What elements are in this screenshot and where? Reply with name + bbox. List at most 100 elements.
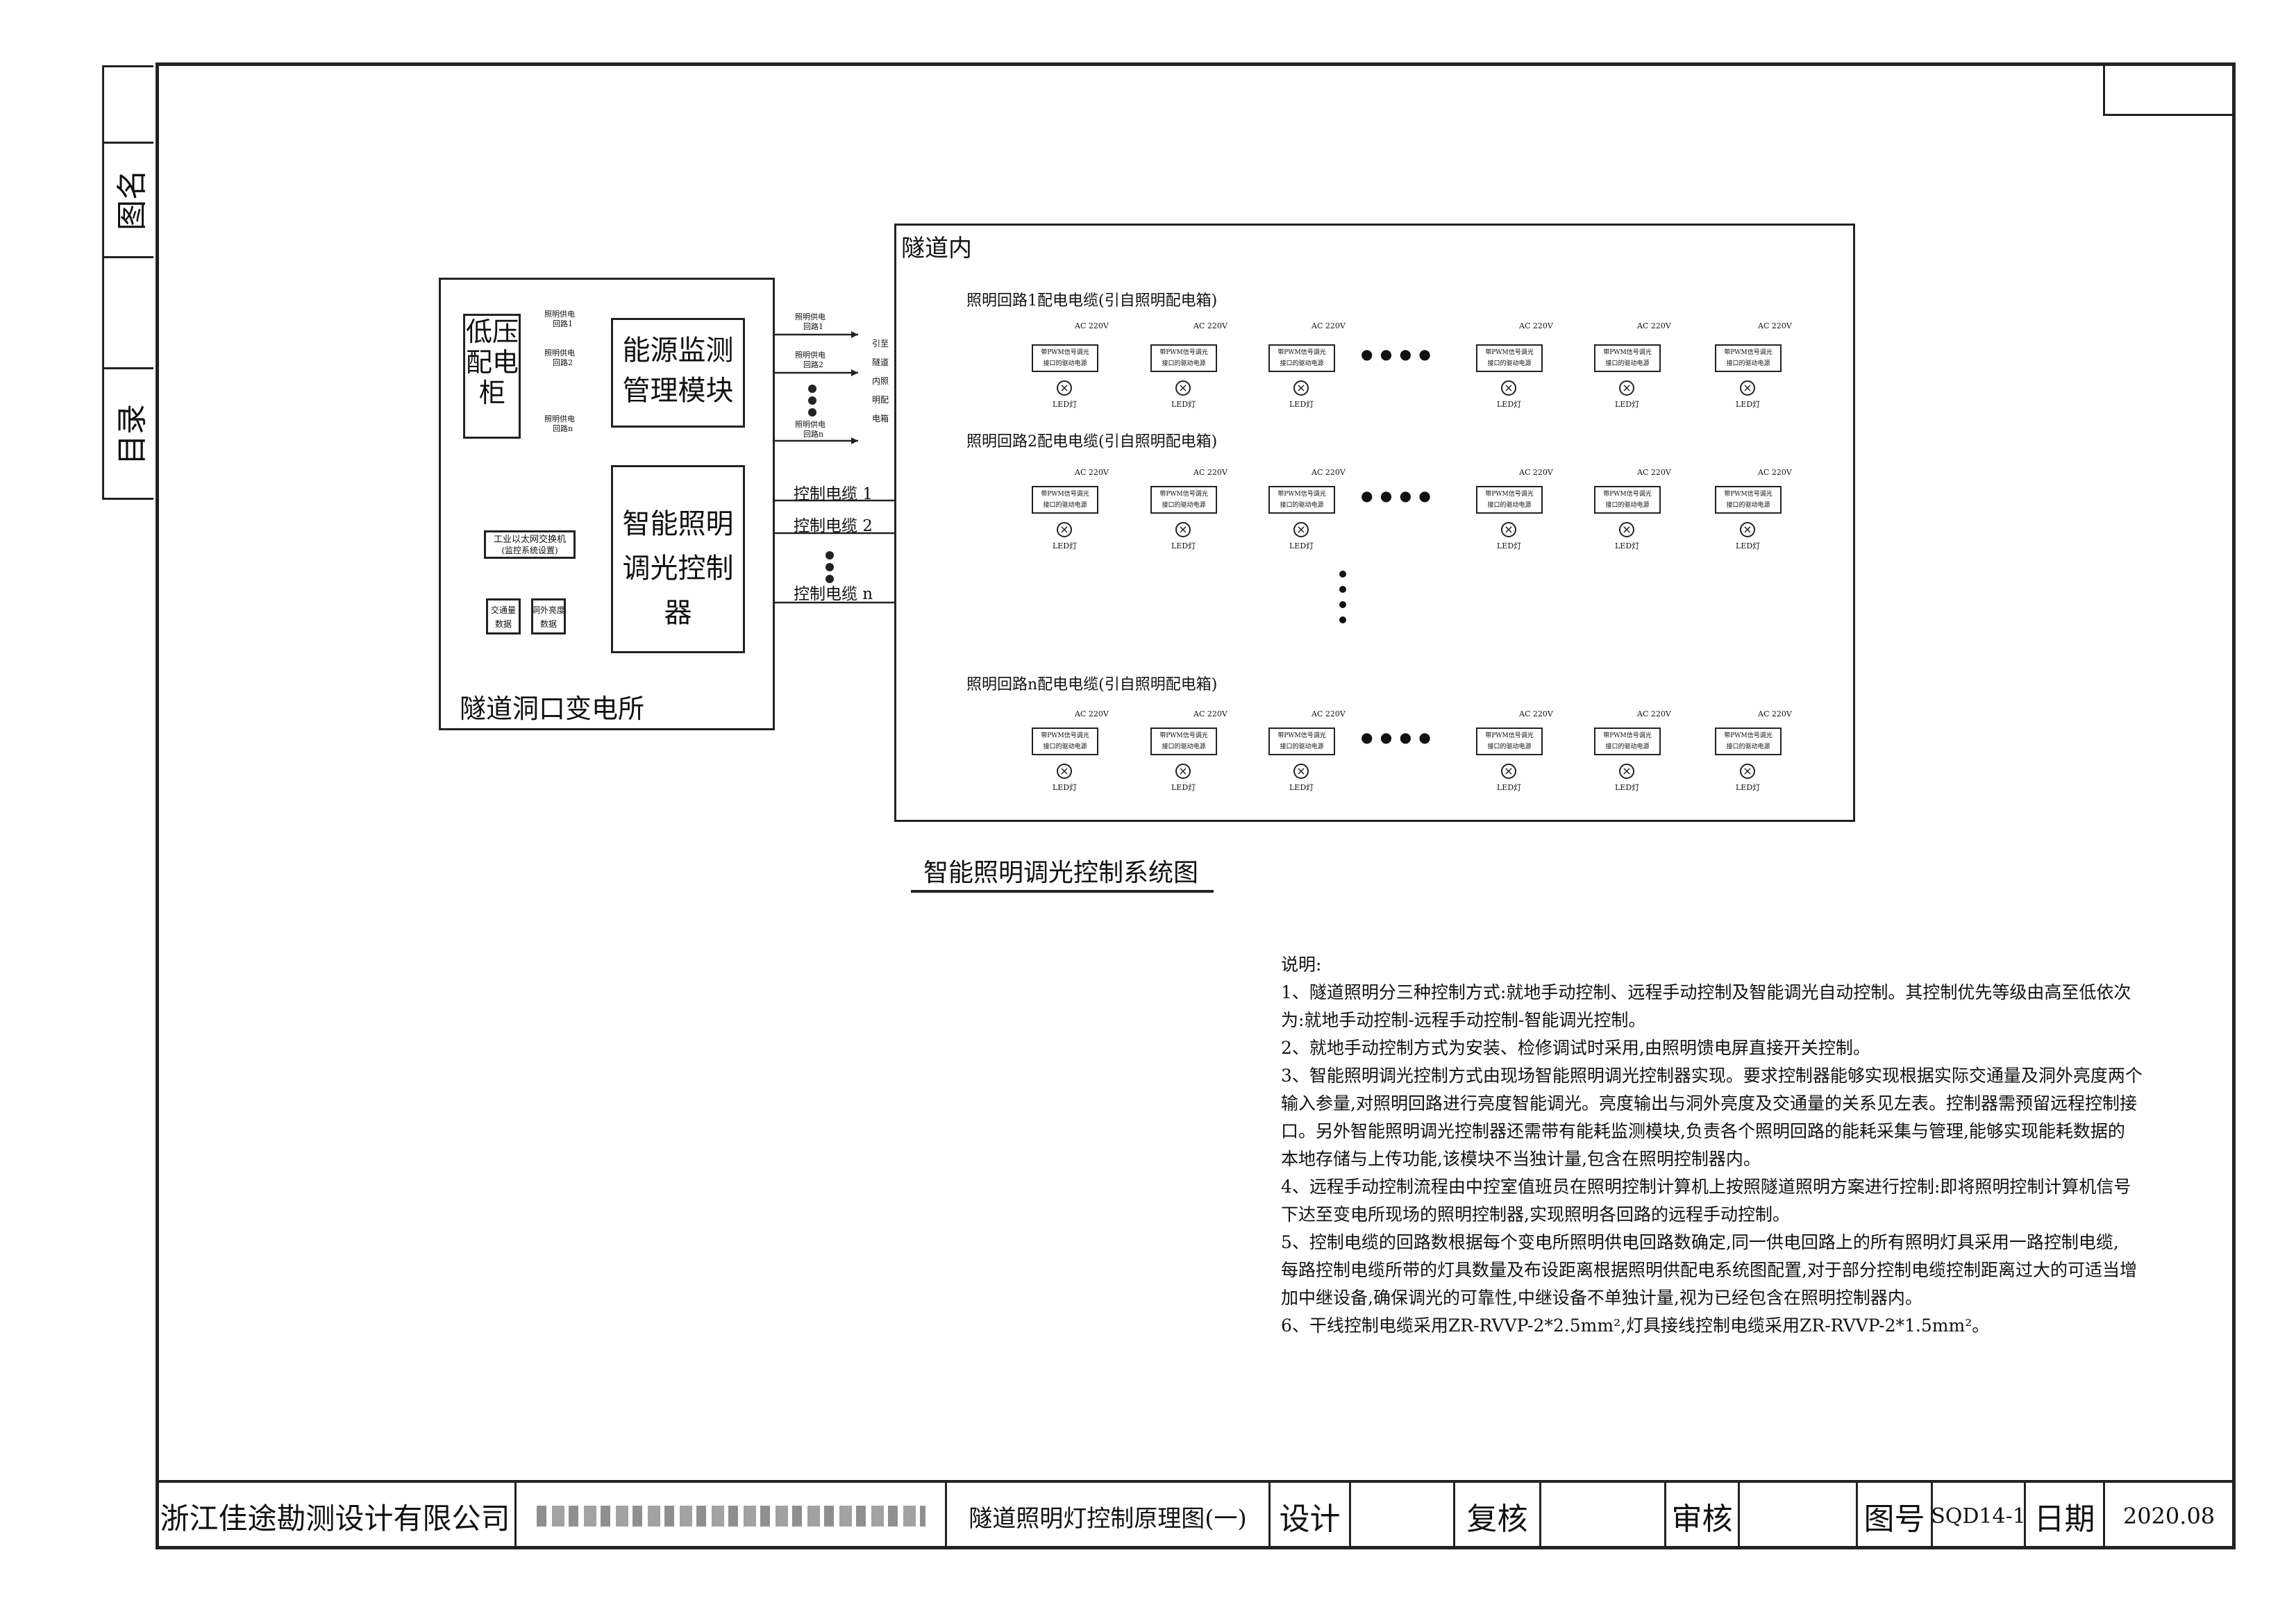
notes-line: 4、远程手动控制流程由中控室值班员在照明控制计算机上按照隧道照明方案进行控制:即… [1281,1177,2131,1197]
diagram-title-underline [911,890,1214,893]
driver-line2: 接口的驱动电源 [1605,743,1650,750]
voltage-label: AC 220V [1519,321,1553,330]
controller-line3: 器 [664,597,692,629]
notes-heading: 说明: [1281,955,1322,975]
led-lamp-label: LED灯 [1289,783,1314,792]
circuit-1-label: 照明回路1配电电缆(引自照明配电箱) [966,292,1218,310]
driver-line1: 带PWM信号调光 [1603,732,1652,739]
driver-line1: 带PWM信号调光 [1277,732,1326,739]
led-lamp-icon: × [1175,522,1191,537]
voltage-label: AC 220V [1075,709,1109,718]
voltage-label: AC 220V [1312,709,1346,718]
driver-line1: 带PWM信号调光 [1159,349,1208,356]
notes-line: 口。另外智能照明调光控制器还需带有能耗监测模块,负责各个照明回路的能耗采集与管理… [1281,1121,2125,1141]
led-lamp-label: LED灯 [1053,400,1078,409]
notes-line: 输入参量,对照明回路进行亮度智能调光。亮度输出与洞外亮度及交通量的关系见左表。控… [1281,1093,2137,1113]
voltage-label: AC 220V [1312,321,1346,330]
led-lamp-icon: × [1293,522,1309,537]
stamp-area [517,1483,947,1549]
drawing-frame [156,62,2236,1549]
driver-line1: 带PWM信号调光 [1603,491,1652,498]
notes-line: 为:就地手动控制-远程手动控制-智能调光控制。 [1281,1010,1646,1030]
design-sign [1351,1483,1455,1549]
voltage-label: AC 220V [1637,709,1671,718]
tunnel-label: 隧道内 [901,235,972,262]
voltage-label: AC 220V [1758,321,1792,330]
led-lamp-label: LED灯 [1497,541,1522,550]
drawing-title: 隧道照明灯控制原理图(一) [947,1483,1271,1549]
notes-line: 1、隧道照明分三种控制方式:就地手动控制、远程手动控制及智能调光自动控制。其控制… [1281,982,2131,1002]
driver-box: 带PWM信号调光接口的驱动电源 [1032,728,1098,755]
driver-box: 带PWM信号调光接口的驱动电源 [1150,728,1217,755]
tunnel-box [894,224,1855,822]
row-ellipsis-dot [1339,571,1346,578]
row-ellipsis-dot [1339,616,1346,623]
driver-line2: 接口的驱动电源 [1726,502,1770,509]
driver-line1: 带PWM信号调光 [1159,491,1208,498]
voltage-label: AC 220V [1519,709,1553,718]
led-lamp-label: LED灯 [1053,541,1078,550]
control-cable-n: 控制电缆 n [794,585,873,603]
driver-line1: 带PWM信号调光 [1277,491,1326,498]
driver-box: 带PWM信号调光接口的驱动电源 [1594,344,1661,372]
driver-box: 带PWM信号调光接口的驱动电源 [1150,486,1217,514]
date-label: 日期 [2026,1483,2105,1549]
switch-line1: 工业以太网交换机 [493,535,566,545]
stamp-mark [536,1506,925,1527]
driver-box: 带PWM信号调光接口的驱动电源 [1032,486,1098,514]
notes-line: 每路控制电缆所带的灯具数量及布设距离根据照明供配电系统图配置,对于部分控制电缆控… [1281,1260,2137,1280]
approve-label: 审核 [1666,1483,1740,1549]
driver-box: 带PWM信号调光接口的驱动电源 [1268,728,1335,755]
led-lamp-icon: × [1175,380,1191,396]
driver-line1: 带PWM信号调光 [1277,349,1326,356]
voltage-label: AC 220V [1193,468,1227,477]
led-lamp-icon: × [1619,380,1634,396]
company-name: 浙江佳途勘测设计有限公司 [156,1483,517,1549]
notes-line: 本地存储与上传功能,该模块不当独计量,包含在照明控制器内。 [1281,1149,1761,1169]
led-lamp-icon: × [1057,764,1072,779]
driver-box: 带PWM信号调光接口的驱动电源 [1715,486,1782,514]
voltage-label: AC 220V [1075,321,1109,330]
notes-line: 5、控制电缆的回路数根据每个变电所照明供电回路数确定,同一供电回路上的所有照明灯… [1281,1232,2119,1252]
driver-line2: 接口的驱动电源 [1726,360,1770,367]
driver-box: 带PWM信号调光接口的驱动电源 [1150,344,1217,372]
led-lamp-icon: × [1293,380,1309,396]
led-lamp-icon: × [1501,522,1516,537]
control-cable-2: 控制电缆 2 [794,517,873,535]
controller-box [611,465,745,653]
driver-line2: 接口的驱动电源 [1487,502,1532,509]
review-sign [1541,1483,1666,1549]
fixture-ellipsis: ● ● ● ● [1361,346,1432,362]
drawing-no-label: 图号 [1858,1483,1933,1549]
driver-box: 带PWM信号调光接口的驱动电源 [1594,728,1661,755]
voltage-label: AC 220V [1193,321,1227,330]
notes-line: 3、智能照明调光控制方式由现场智能照明调光控制器实现。要求控制器能够实现根据实际… [1281,1066,2143,1086]
driver-line2: 接口的驱动电源 [1043,502,1087,509]
driver-line1: 带PWM信号调光 [1485,732,1534,739]
supply-in-2: 照明供电回路2 [544,348,575,367]
driver-line1: 带PWM信号调光 [1041,491,1089,498]
energy-module-line1: 能源监测 [622,335,734,367]
led-lamp-icon: × [1057,522,1072,537]
driver-line1: 带PWM信号调光 [1724,349,1773,356]
led-lamp-label: LED灯 [1289,541,1314,550]
circuit-n-label: 照明回路n配电电缆(引自照明配电箱) [966,676,1218,693]
sidebar-blank-top [104,67,153,144]
driver-box: 带PWM信号调光接口的驱动电源 [1715,728,1782,755]
switch-box [484,530,576,559]
driver-line2: 接口的驱动电源 [1487,360,1532,367]
lv-cabinet-label: 低压配电柜 [466,317,519,408]
traffic-data-box [486,598,521,634]
led-lamp-icon: × [1740,764,1755,779]
driver-line1: 带PWM信号调光 [1724,732,1773,739]
lead-to-label: 引至隧道内照明配电箱 [872,339,889,423]
brightness-data-box [531,598,566,634]
driver-box: 带PWM信号调光接口的驱动电源 [1476,728,1543,755]
led-lamp-label: LED灯 [1171,783,1196,792]
circuit-2-label: 照明回路2配电电缆(引自照明配电箱) [966,433,1218,451]
voltage-label: AC 220V [1637,468,1671,477]
approve-sign [1740,1483,1858,1549]
driver-box: 带PWM信号调光接口的驱动电源 [1476,486,1543,514]
led-lamp-icon: × [1619,522,1634,537]
fixture-ellipsis: ● ● ● ● [1361,729,1432,746]
